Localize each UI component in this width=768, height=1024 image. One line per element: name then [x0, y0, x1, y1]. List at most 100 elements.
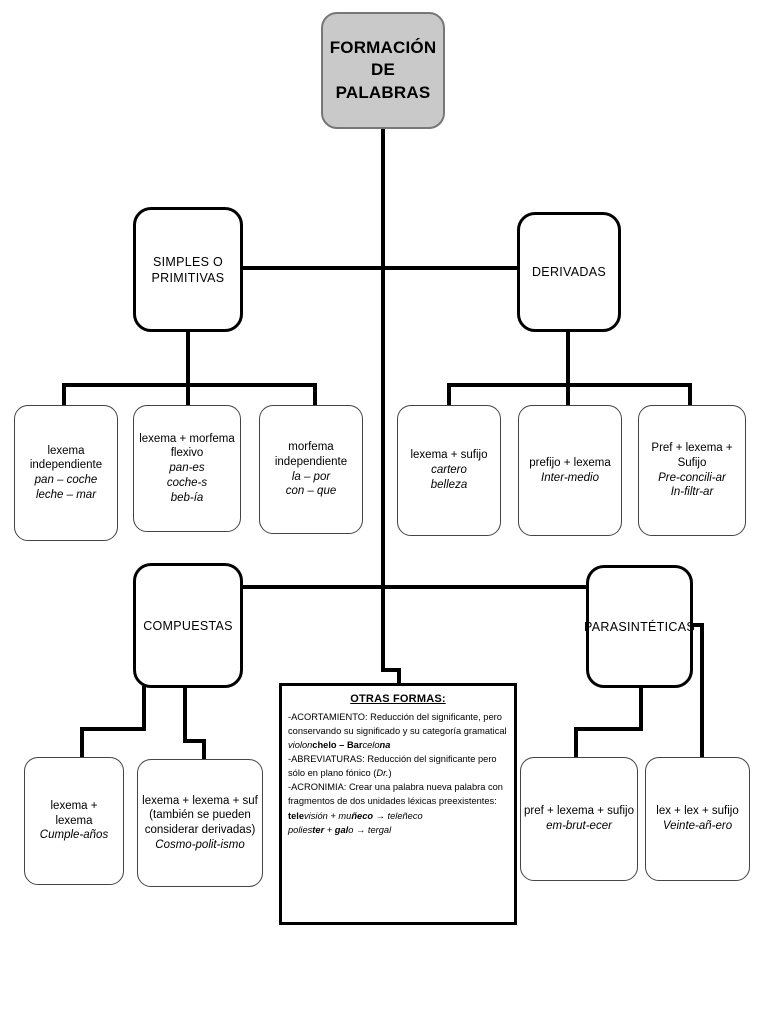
leaf-lexema-lexema[interactable]: lexema + lexema Cumple-años — [24, 757, 124, 885]
otras-formas-panel[interactable]: OTRAS FORMAS: -ACORTAMIENTO: Reducción d… — [279, 683, 517, 925]
leaf-example: Cosmo-polit-ismo — [155, 838, 245, 851]
leaf-example: leche – mar — [35, 488, 97, 501]
leaf-line: independiente — [274, 455, 348, 468]
leaf-lexema-lexema-suf[interactable]: lexema + lexema + suf (también se pueden… — [137, 759, 263, 887]
leaf-line: lexema + lexema + suf — [142, 794, 258, 807]
acortamiento-label: -ACORTAMIENTO: — [288, 711, 368, 722]
leaf-line: lexema + sufijo — [410, 449, 488, 462]
acortamiento-ex2b: celo — [362, 739, 380, 750]
leaf-line: Pref + lexema + — [651, 442, 733, 455]
leaf-example: coche-s — [166, 476, 208, 489]
leaf-lexema-morfema-flexivo[interactable]: lexema + morfema flexivo pan-es coche-s … — [133, 405, 241, 532]
connector-parasin-bar-a — [574, 727, 643, 731]
abreviaturas-label: -ABREVIATURAS: — [288, 754, 365, 765]
acr-plus-2: + — [324, 824, 335, 835]
branch-node-derivadas[interactable]: DERIVADAS — [517, 212, 621, 332]
abreviaturas-text: Reducción del significante pero sólo en … — [288, 754, 497, 779]
acr-res1: teleñeco — [387, 810, 423, 821]
leaf-line: considerar derivadas) — [144, 824, 256, 836]
connector-root-trunk — [381, 128, 385, 270]
acortamiento-ex2a: Bar — [346, 739, 363, 750]
leaf-line: independiente — [29, 459, 103, 472]
acr-ex3b: ter — [312, 824, 325, 835]
branch-label-derivadas: DERIVADAS — [531, 265, 606, 279]
connector-level2-bar — [243, 585, 595, 589]
acortamiento-sep: – — [336, 739, 347, 750]
connector-parasin-side-h — [690, 623, 704, 627]
root-line-1: FORMACIÓN — [329, 37, 437, 57]
root-line-2: DE — [370, 60, 396, 80]
connector-simples-drop — [186, 330, 190, 386]
leaf-prefijo-lexema[interactable]: prefijo + lexema Inter-medio — [518, 405, 622, 536]
acr-ex3a: polies — [288, 824, 313, 835]
leaf-line: (también se pueden — [149, 809, 251, 822]
leaf-pref-lexema-sufijo[interactable]: Pref + lexema + Sufijo Pre-concili-ar In… — [638, 405, 746, 536]
leaf-line: lexema — [47, 444, 85, 457]
connector-derivadas-leg-2 — [566, 383, 570, 407]
leaf-example: Cumple-años — [39, 829, 109, 842]
leaf-example: In-filtr-ar — [670, 486, 714, 499]
leaf-example: cartero — [431, 464, 467, 477]
acortamiento-text: Reducción del significante, pero conserv… — [288, 711, 507, 736]
leaf-example: Pre-concili-ar — [658, 471, 726, 484]
leaf-line: flexivo — [170, 447, 204, 460]
abreviaturas-close: ) — [388, 768, 392, 779]
acortamiento-ex1a: violon — [288, 739, 313, 750]
leaf-example: pan-es — [169, 462, 205, 475]
leaf-lex-lex-sufijo[interactable]: lex + lex + sufijo Veinte-añ-ero — [645, 757, 750, 881]
leaf-line: lex + lex + sufijo — [656, 805, 739, 818]
branch-node-parasinteticas[interactable]: PARASINTÉTICAS — [584, 565, 695, 688]
connector-compuestas-bar-b — [183, 739, 206, 743]
root-node-formacion-de-palabras[interactable]: FORMACIÓN DE PALABRAS — [321, 12, 445, 129]
acr-ex4b: o — [348, 824, 354, 835]
leaf-morfema-independiente[interactable]: morfema independiente la – por con – que — [259, 405, 363, 534]
acr-ex2a: mu — [338, 810, 352, 821]
acr-arrow: → — [373, 810, 388, 821]
leaf-lexema-sufijo[interactable]: lexema + sufijo cartero belleza — [397, 405, 501, 536]
otras-formas-header: OTRAS FORMAS: — [350, 693, 446, 705]
connector-simples-leg-1 — [62, 383, 66, 407]
acortamiento-ex2c: na — [379, 739, 391, 750]
acr-ex4a: gal — [334, 824, 349, 835]
leaf-example: con – que — [285, 485, 337, 498]
root-line-3: PALABRAS — [335, 82, 431, 102]
connector-compuestas-leg-a — [80, 727, 84, 757]
leaf-line: prefijo + lexema — [529, 456, 611, 469]
connector-trunk-jog-h — [381, 668, 401, 672]
connector-simples-leg-2 — [186, 383, 190, 407]
leaf-line: pref + lexema + sufijo — [524, 805, 634, 818]
connector-level1-bar — [243, 266, 523, 270]
branch-node-simples-o-primitivas[interactable]: SIMPLES O PRIMITIVAS — [133, 207, 243, 332]
acr-ex2b: ñeco — [351, 810, 374, 821]
leaf-pref-lexema-sufijo-embrutecer[interactable]: pref + lexema + sufijo em-brut-ecer — [520, 757, 638, 881]
connector-derivadas-leg-3 — [688, 383, 692, 407]
connector-trunk-lower — [381, 589, 385, 672]
connector-compuestas-leg-b — [202, 739, 206, 760]
leaf-example: la – por — [291, 470, 331, 483]
connector-parasin-drop-a — [639, 686, 643, 730]
otras-formas-abreviaturas: -ABREVIATURAS: Reducción del significant… — [288, 752, 508, 780]
leaf-line: Sufijo — [677, 456, 707, 469]
acr-arrow-2: → — [353, 824, 368, 835]
leaf-example: Veinte-añ-ero — [662, 820, 733, 832]
connector-trunk-jog-v — [397, 668, 401, 685]
branch-node-compuestas[interactable]: COMPUESTAS — [133, 563, 243, 688]
leaf-line: lexema + lexema — [50, 799, 98, 827]
connector-simples-leg-3 — [313, 383, 317, 407]
connector-derivadas-leg-1 — [447, 383, 451, 407]
leaf-example: beb-ía — [170, 491, 204, 504]
connector-compuestas-bar-a — [80, 727, 146, 731]
acr-res2: tergal — [367, 824, 392, 835]
acr-ex1b: visión — [304, 810, 328, 821]
acortamiento-ex1b: chelo — [312, 739, 337, 750]
otras-formas-acronimia: -ACRONIMIA: Crear una palabra nueva pala… — [288, 780, 508, 822]
leaf-example: em-brut-ecer — [546, 820, 612, 832]
acr-plus: + — [327, 810, 339, 821]
branch-label-simples: SIMPLES O PRIMITIVAS — [151, 254, 225, 285]
connector-compuestas-drop-a — [142, 686, 146, 730]
connector-compuestas-drop-b — [183, 686, 187, 742]
abreviaturas-ex: Dr. — [376, 768, 389, 779]
leaf-lexema-independiente[interactable]: lexema independiente pan – coche leche –… — [14, 405, 118, 541]
connector-derivadas-drop — [566, 330, 570, 386]
